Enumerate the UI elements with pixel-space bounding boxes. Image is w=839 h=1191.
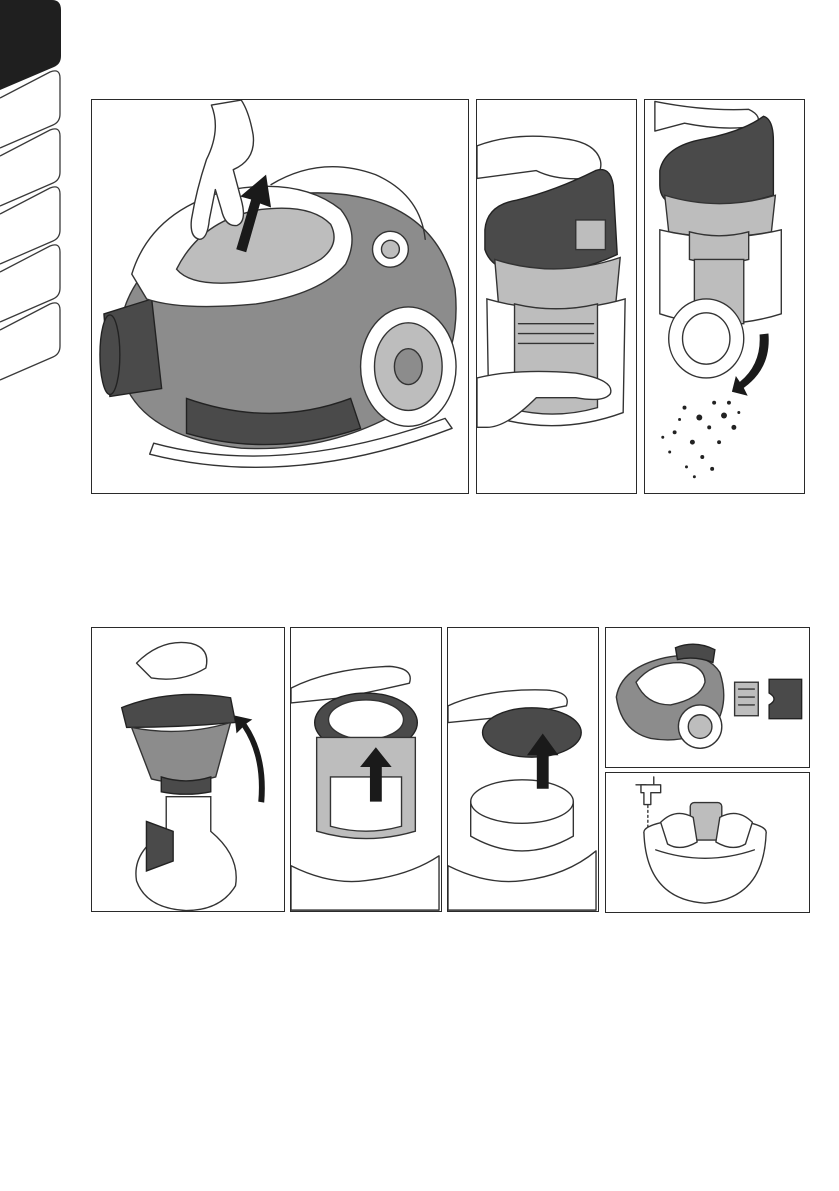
filter-ring-icon (448, 628, 598, 911)
sponge-filter-icon (735, 682, 759, 716)
figure-locate-filters (605, 627, 810, 768)
figure-remove-cyclone-unit (91, 627, 285, 912)
figure-lift-filter-lid (447, 627, 599, 912)
vacuum-cleaner-icon (606, 628, 809, 767)
filter-unit-icon (291, 628, 441, 911)
figure-lift-dust-container (91, 99, 469, 494)
figure-empty-dust-container (644, 99, 805, 494)
figure-press-release-button (476, 99, 637, 494)
vacuum-cleaner-icon (92, 100, 468, 493)
figure-wash-filter (605, 772, 810, 913)
dust-icon (661, 401, 740, 479)
chapter-tabs (0, 0, 62, 400)
figure-remove-filter-cover (290, 627, 442, 912)
tap-icon (641, 785, 661, 805)
curved-arrow-icon (235, 716, 265, 803)
dust-container-icon (645, 100, 804, 493)
dust-container-icon (477, 100, 636, 493)
bowl-icon (606, 773, 809, 912)
exhaust-filter-icon (769, 679, 802, 718)
cyclone-unit-icon (92, 628, 284, 911)
